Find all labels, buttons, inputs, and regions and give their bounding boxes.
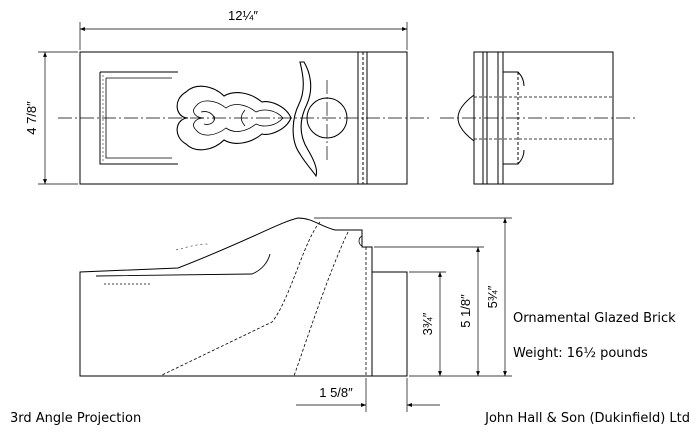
dim-height-mid: 5 1/8″ (458, 294, 473, 328)
dim-overall-length: 12¼″ (228, 8, 258, 23)
dim-offset: 1 5/8″ (319, 385, 353, 400)
projection-note: 3rd Angle Projection (10, 411, 141, 426)
ornament-motif (176, 61, 318, 178)
front-view-outline (79, 217, 408, 377)
weight-note: Weight: 16½ pounds (513, 346, 648, 361)
dimension-lines (38, 22, 512, 412)
dim-height-total: 5¾″ (485, 285, 500, 308)
part-name: Ornamental Glazed Brick (513, 311, 676, 326)
front-view (79, 217, 408, 377)
top-view-center-lines (58, 80, 430, 160)
dim-height-low: 3¾″ (420, 312, 435, 335)
manufacturer-note: John Hall & Son (Dukinfield) Ltd (484, 411, 690, 426)
top-view-panel (99, 71, 178, 165)
dim-height-plan: 4 7/8″ (24, 101, 39, 135)
